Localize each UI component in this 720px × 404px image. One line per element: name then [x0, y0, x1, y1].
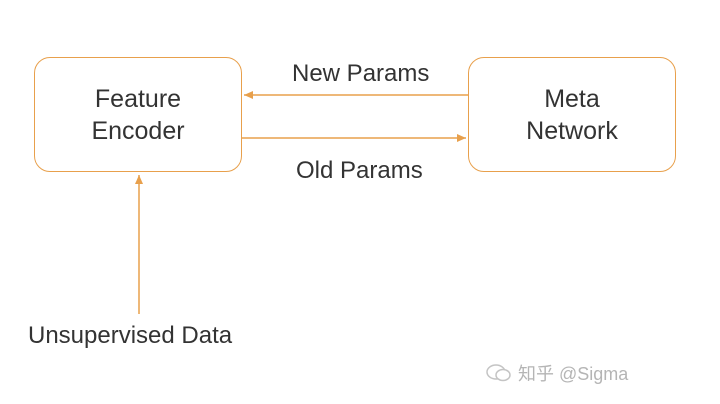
meta-network-label-line2: Network [526, 116, 618, 145]
old-params-label: Old Params [296, 157, 423, 184]
watermark-text: 知乎 @Sigma [518, 364, 629, 384]
feature-encoder-node: Feature Encoder [34, 57, 242, 172]
wechat-icon [486, 364, 511, 382]
feature-encoder-label-line1: Feature [94, 84, 182, 113]
watermark: 知乎 @Sigma [486, 360, 628, 386]
meta-network-node: Meta Network [468, 57, 676, 172]
feature-encoder-label-line2: Encoder [91, 116, 185, 145]
new-params-label: New Params [292, 60, 430, 87]
unsupervised-data-label: Unsupervised Data [28, 322, 233, 349]
meta-network-label-line1: Meta [544, 84, 600, 113]
